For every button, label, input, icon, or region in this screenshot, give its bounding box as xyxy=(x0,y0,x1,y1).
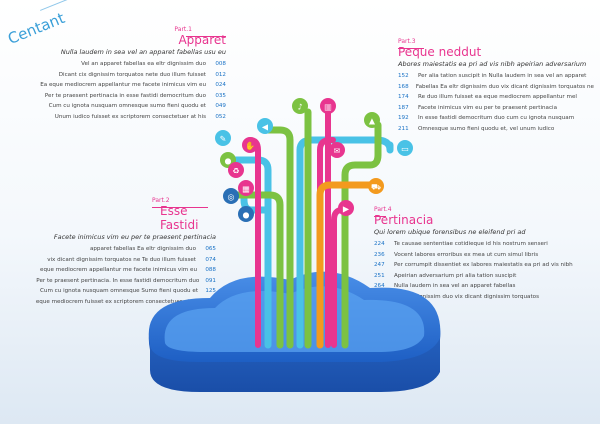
list-item: Cum cu ignota nusquam omnesque Sumo fien… xyxy=(40,288,216,294)
list-item: Dicant cix dignissim torquatos nete duo … xyxy=(58,71,226,78)
pipe-cyan-right xyxy=(296,136,394,349)
cart-icon: ⛟ xyxy=(368,178,384,194)
pencil-icon: ✎ xyxy=(215,130,231,146)
section-list: Vel an apparet fabellas ea eltr dignissi… xyxy=(40,59,226,122)
speaker-icon: ◀ xyxy=(257,118,273,134)
calendar-icon: ▦ xyxy=(238,180,254,196)
svg-text:▥: ▥ xyxy=(324,103,332,112)
mail-icon: ✉ xyxy=(329,142,345,158)
recycle-icon: ♻ xyxy=(228,162,244,178)
svg-text:▲: ▲ xyxy=(369,117,376,126)
svg-text:▭: ▭ xyxy=(401,145,409,154)
svg-text:♪: ♪ xyxy=(297,103,302,112)
svg-text:✎: ✎ xyxy=(220,135,227,144)
svg-text:✋: ✋ xyxy=(245,141,255,151)
svg-text:◀: ◀ xyxy=(262,123,269,132)
trash-icon: ▥ xyxy=(320,98,336,114)
pipe-green xyxy=(264,126,294,349)
svg-text:◎: ◎ xyxy=(228,193,235,202)
part-label: Part.2 xyxy=(152,197,170,204)
list-item: Per te praesent pertinacia. In esse fast… xyxy=(36,277,216,284)
arrow-up-icon: ▲ xyxy=(364,112,380,128)
svg-text:●: ● xyxy=(225,157,232,166)
pipe-orange xyxy=(316,181,376,349)
truck-icon: ▶ xyxy=(338,200,354,216)
section-subtitle: Abores maiestatis ea pri ad vis nibh ape… xyxy=(398,60,587,68)
svg-text:♻: ♻ xyxy=(232,167,239,176)
part-label: Part.1 xyxy=(174,26,192,33)
svg-text:▶: ▶ xyxy=(343,205,350,214)
pipe-green-right xyxy=(341,121,382,349)
list-item: Unum iudico fuisset ex scriptorem consec… xyxy=(54,113,226,120)
music-icon: ♪ xyxy=(292,98,308,114)
section-subtitle: Nulla laudem in sea vel an apparet fabel… xyxy=(60,48,226,56)
part-underline xyxy=(398,48,424,49)
part-underline xyxy=(186,36,226,37)
svg-text:●: ● xyxy=(243,211,250,220)
globe-icon: ◎ xyxy=(223,188,239,204)
section-title: Pertinacia xyxy=(374,213,434,227)
part-label: Part.3 xyxy=(398,38,416,45)
cloud-tray-well xyxy=(164,286,425,352)
list-item: Ea eque mediocrem appellantur me facete … xyxy=(40,82,226,88)
hand-icon: ✋ xyxy=(242,137,258,153)
folder-icon: ▭ xyxy=(397,140,413,156)
list-item: Vel an apparet fabellas ea eltr dignissi… xyxy=(81,61,226,67)
part-underline xyxy=(152,207,208,208)
section-subtitle: Qui lorem ubique forensibus ne eleifend … xyxy=(374,228,526,236)
section-esse-fastidi: Part.2 Esse Fastidi Facete inimicus vim … xyxy=(36,197,216,307)
svg-text:▦: ▦ xyxy=(242,185,250,194)
section-pertinacia: Part.4 Pertinacia Qui lorem ubique foren… xyxy=(374,206,574,302)
svg-text:✉: ✉ xyxy=(334,147,341,156)
part-label: Part.4 xyxy=(374,206,392,213)
list-item: Cum cu ignota nusquam omnesque sumo fien… xyxy=(48,103,226,109)
section-peque-neddut: Part.3 Peque neddut Abores maiestatis ea… xyxy=(398,38,594,134)
user-icon: ● xyxy=(238,206,254,222)
list-item: vix dicant dignissim torquatos ne Te duo… xyxy=(47,256,216,263)
list-item: eque mediocrem appellantur me facete ini… xyxy=(40,267,216,273)
pipe-green-left xyxy=(230,191,284,349)
list-item: Per te praesent pertinacia in esse fasti… xyxy=(44,92,226,99)
icon-nodes: ✎ ◀ ♪ ▥ ▲ ✋ ● ✉ ▭ ♻ ▦ ◎ ● ⛟ ▶ xyxy=(215,98,413,222)
section-subtitle: Facete inimicus vim eu per te praesent p… xyxy=(53,233,216,241)
part-underline xyxy=(374,216,386,217)
svg-text:⛟: ⛟ xyxy=(371,183,381,192)
